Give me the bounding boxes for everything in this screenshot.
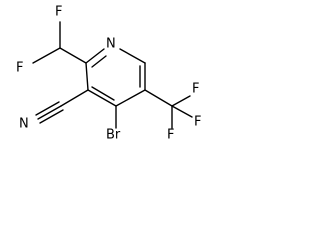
chemical-structure: F F N N Br F F F [16,5,201,143]
bond-nitrile-3 [39,109,64,124]
bond-c3-cn [60,89,89,107]
bond-c2-n1-double [91,55,107,68]
atom-n-nitrile: N [19,117,29,132]
atom-n-ring: N [106,37,116,52]
bond-cf3-ftop [171,95,191,107]
atom-f-left: F [16,61,23,76]
bond-c2-n1 [85,48,105,64]
atom-f-cf3-right: F [194,115,201,130]
atom-f-cf3-top: F [192,82,199,97]
bond-c4-c3 [87,89,117,107]
bond-cf3-fright [171,105,193,118]
bond-c5-cf3 [144,89,173,107]
bond-nitrile-2 [35,101,60,116]
bond-nitrile-1 [37,105,62,120]
atom-br: Br [106,128,121,143]
bond-c2-chf2 [59,47,87,64]
bond-chf2-fleft [32,47,61,64]
bond-c4-c3-double [91,86,115,101]
bond-c5-c4 [115,89,146,107]
bond-c3-c2 [85,62,89,91]
atom-f-top: F [55,5,62,20]
bond-n1-c6 [119,48,146,64]
atom-f-cf3-bottom: F [167,128,174,143]
